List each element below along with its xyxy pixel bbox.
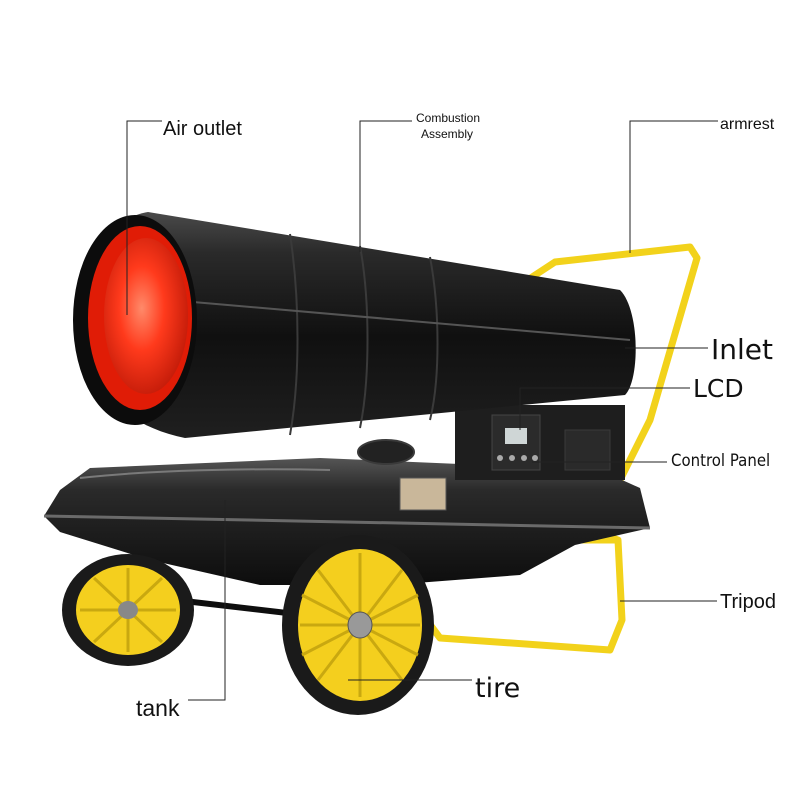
- label-tank: tank: [136, 695, 180, 721]
- fuel-cap: [357, 439, 415, 465]
- label-lcd: LCD: [693, 374, 744, 403]
- control-box: [455, 405, 625, 480]
- rear-wheel: [62, 554, 194, 666]
- label-air-outlet: Air outlet: [163, 118, 242, 140]
- leader-air-outlet: [126, 120, 162, 315]
- label-control-panel: Control Panel: [671, 451, 771, 471]
- warning-sticker: [399, 477, 447, 511]
- label-armrest: armrest: [720, 116, 775, 133]
- label-tire: tire: [475, 673, 521, 704]
- label-combustion-line2: Assembly: [420, 127, 473, 141]
- fuel-tank: [43, 458, 651, 585]
- leader-lines: [126, 120, 718, 701]
- label-combustion-line1: Combustion: [416, 111, 481, 125]
- front-wheel: [282, 535, 434, 715]
- label-combustion-assembly: Combustion Assembly: [416, 110, 481, 142]
- leader-tank: [188, 500, 226, 701]
- leader-combustion: [359, 120, 412, 252]
- leader-armrest: [629, 120, 718, 253]
- combustion-barrel: [73, 212, 636, 438]
- lcd-screen: [505, 428, 527, 444]
- air-outlet-grill: [104, 238, 188, 394]
- leader-lcd: [519, 387, 690, 430]
- label-tripod: Tripod: [720, 591, 776, 613]
- label-inlet: Inlet: [711, 333, 773, 366]
